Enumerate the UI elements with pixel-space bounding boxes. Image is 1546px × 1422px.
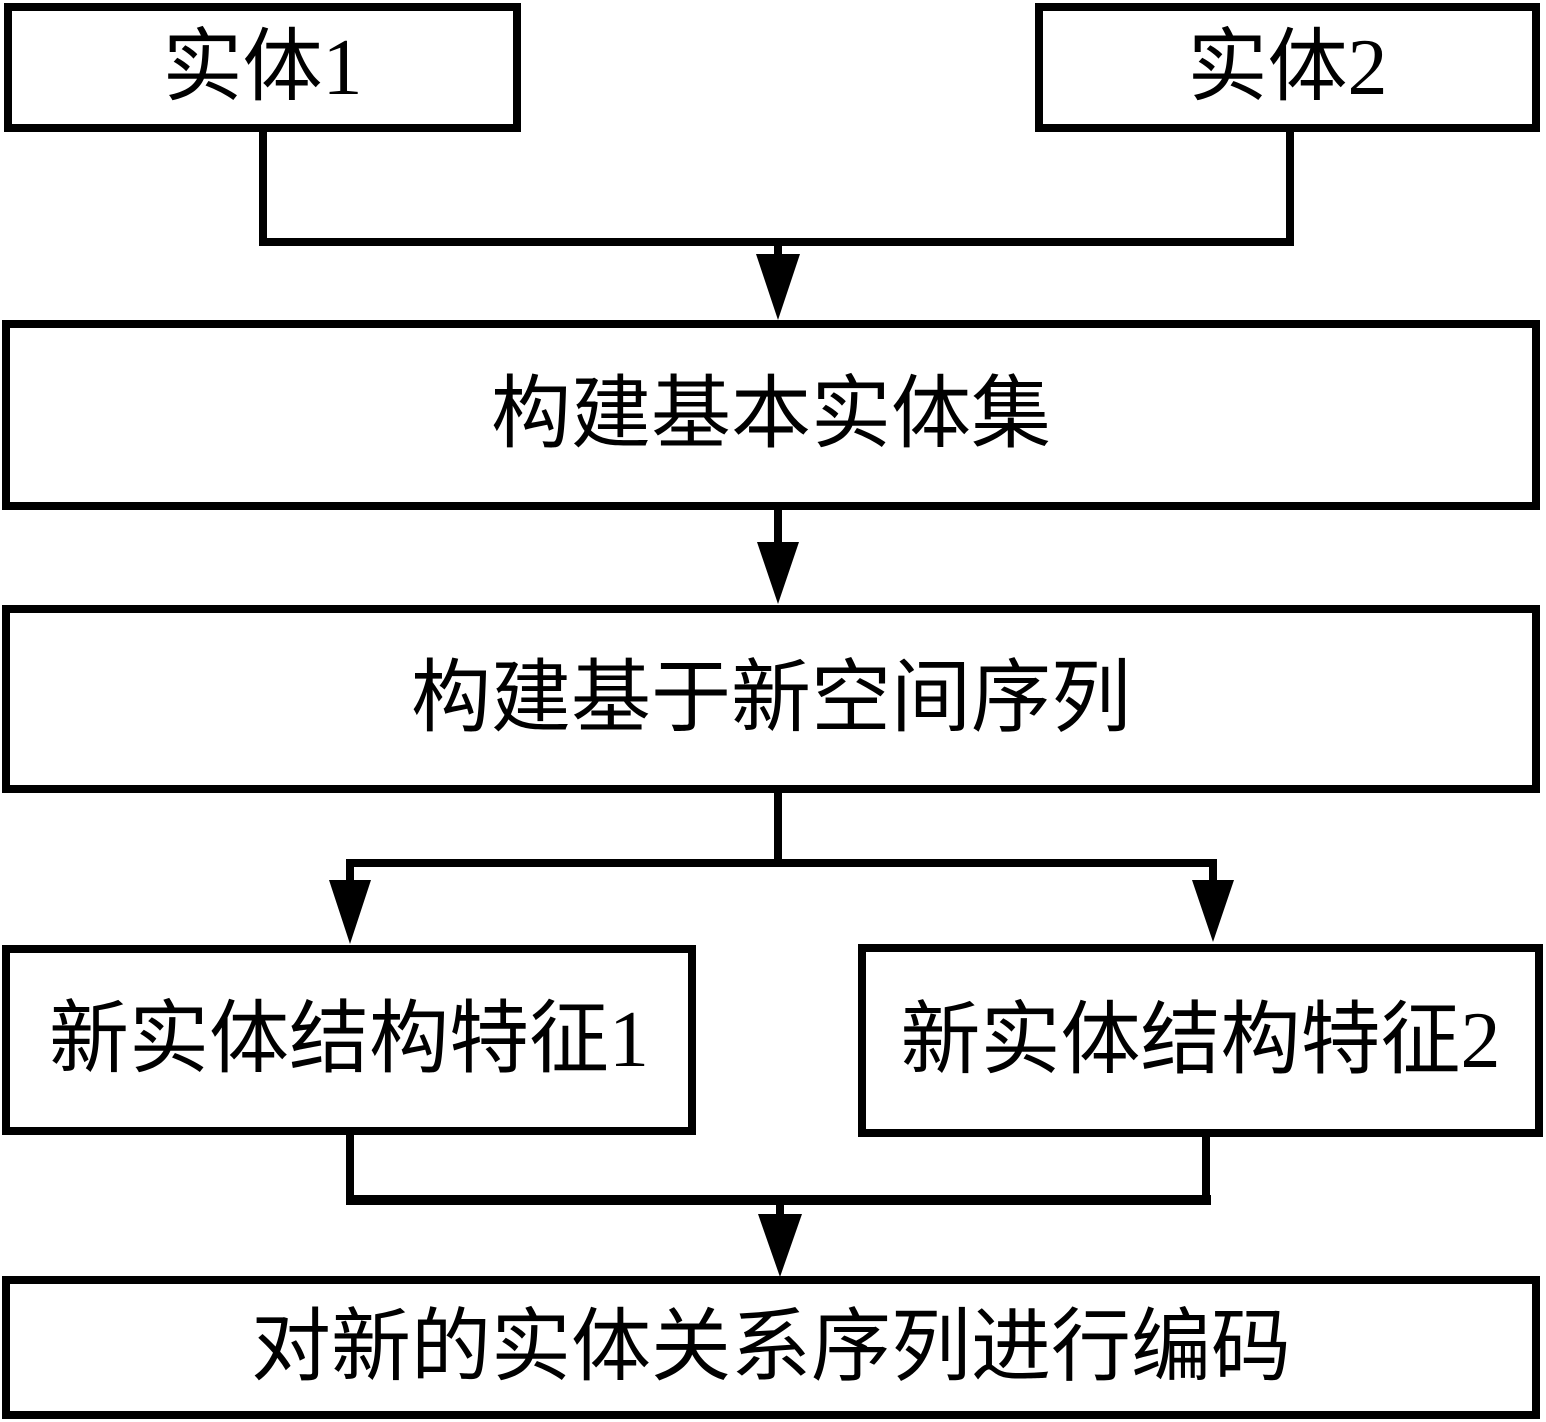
node-feature2: 新实体结构特征2: [858, 944, 1543, 1137]
node-feature2-label: 新实体结构特征2: [900, 996, 1501, 1085]
node-entity2-label: 实体2: [1187, 23, 1388, 112]
node-entity1: 实体1: [4, 3, 521, 132]
node-build-entity-set: 构建基本实体集: [2, 320, 1540, 510]
node-build-spatial-sequence: 构建基于新空间序列: [2, 605, 1540, 793]
arrowhead-into-seq: [757, 542, 799, 604]
node-encode-sequence: 对新的实体关系序列进行编码: [2, 1276, 1540, 1419]
node-feature1-label: 新实体结构特征1: [49, 996, 649, 1084]
node-encode-sequence-label: 对新的实体关系序列进行编码: [251, 1303, 1291, 1392]
node-build-entity-set-label: 构建基本实体集: [491, 371, 1051, 459]
arrowhead-into-encode: [758, 1214, 802, 1277]
node-build-spatial-sequence-label: 构建基于新空间序列: [411, 655, 1131, 743]
node-feature1: 新实体结构特征1: [2, 945, 696, 1135]
arrowhead-into-set: [756, 254, 800, 320]
node-entity1-label: 实体1: [162, 23, 363, 112]
node-entity2: 实体2: [1035, 3, 1540, 132]
arrowhead-into-feature2: [1192, 880, 1234, 942]
arrowhead-into-feature1: [329, 880, 371, 944]
